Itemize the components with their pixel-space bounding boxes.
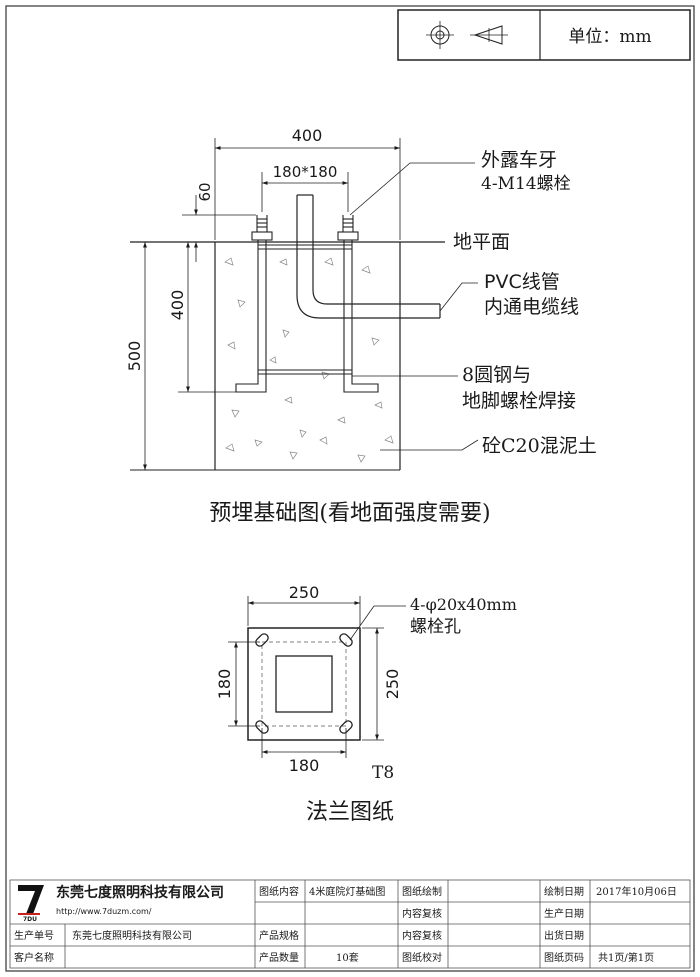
label-page-number: 图纸页码 xyxy=(544,951,584,964)
callout-concrete: 砼C20混泥土 xyxy=(482,435,597,457)
callout-hole-line2: 螺栓孔 xyxy=(410,617,461,637)
dim-flange-bottom xyxy=(261,728,347,758)
label-drawn-by: 图纸绘制 xyxy=(402,885,442,898)
logo-text: 7DU xyxy=(23,916,37,923)
aggregate-texture xyxy=(224,257,394,463)
hole-leader-line xyxy=(349,605,406,641)
dim-foundation-width-label: 400 xyxy=(292,126,323,145)
label-product-spec: 产品规格 xyxy=(259,929,299,942)
dim-bolt-depth xyxy=(178,242,236,393)
header-block: 单位：mm xyxy=(397,9,691,61)
dim-bolt-depth-label: 400 xyxy=(168,290,187,321)
label-customer-name: 客户名称 xyxy=(14,951,54,964)
dim-protrusion xyxy=(182,195,256,262)
label-content-review-2: 内容复核 xyxy=(402,929,442,942)
anchor-bolt-left xyxy=(235,215,273,393)
dim-bolt-spacing-label: 180*180 xyxy=(273,163,338,181)
bolt-slot-icon xyxy=(255,633,353,734)
label-drawing-check: 图纸校对 xyxy=(402,951,442,964)
company-logo: 7DU xyxy=(18,885,44,923)
flange-bolt-circle xyxy=(261,641,347,727)
value-drawing-content: 4米庭院灯基础图 xyxy=(309,885,385,898)
callout-steel-line1: 8圆钢与 xyxy=(462,364,531,386)
flange-center-opening xyxy=(275,655,333,713)
sheet-border xyxy=(5,5,695,972)
value-draw-date: 2017年10月06日 xyxy=(596,885,677,898)
concrete-block xyxy=(130,242,401,471)
dim-flange-left xyxy=(228,641,260,727)
label-draw-date: 绘制日期 xyxy=(544,885,584,898)
title-block: 7DU 东莞七度照明科技有限公司 http://www.7duzm.com/ 图… xyxy=(9,879,691,969)
label-production-date: 生产日期 xyxy=(544,907,584,920)
callout-thread-line1: 外露车牙 xyxy=(481,149,557,171)
value-page-number: 共1页/第1页 xyxy=(598,951,654,964)
label-drawing-content: 图纸内容 xyxy=(259,885,299,898)
label-production-order: 生产单号 xyxy=(14,929,54,942)
callout-pvc-line2: 内通电缆线 xyxy=(484,296,579,318)
pvc-conduit xyxy=(296,194,441,319)
company-website: http://www.7duzm.com/ xyxy=(56,907,152,916)
company-name: 东莞七度照明科技有限公司 xyxy=(56,884,224,901)
dim-total-depth-label: 500 xyxy=(125,341,144,372)
leader-lines xyxy=(349,162,479,451)
callout-ground: 地平面 xyxy=(453,231,510,253)
callout-hole-line1: 4-φ20x40mm xyxy=(410,595,517,614)
dim-flange-right xyxy=(362,627,384,741)
callout-pvc-line1: PVC线管 xyxy=(484,271,560,293)
flange-plate xyxy=(247,627,361,741)
callout-steel-line2: 地脚螺栓焊接 xyxy=(462,390,576,412)
value-production-order: 东莞七度照明科技有限公司 xyxy=(72,929,192,942)
callout-thread-line2: 4-M14螺栓 xyxy=(481,174,571,194)
flange-caption: 法兰图纸 xyxy=(306,800,394,825)
dim-flange-top xyxy=(247,596,361,626)
flange-thickness: T8 xyxy=(372,763,394,783)
label-product-quantity: 产品数量 xyxy=(259,951,299,964)
dim-flange-bottom-label: 180 xyxy=(289,756,320,775)
dim-flange-left-label: 180 xyxy=(215,669,234,700)
dim-protrusion-label: 60 xyxy=(196,182,214,201)
dim-flange-top-label: 250 xyxy=(289,583,320,602)
anchor-bolt-right xyxy=(337,215,379,393)
projection-symbol-icon xyxy=(426,21,508,49)
flange-drawing: 250 180 250 180 4-φ20x40mm 螺栓孔 T8 法兰图纸 xyxy=(215,583,517,825)
unit-label: 单位：mm xyxy=(568,27,651,47)
dim-flange-right-label: 250 xyxy=(383,669,402,700)
dim-foundation-width xyxy=(214,138,401,240)
foundation-drawing: 400 180*180 60 400 500 xyxy=(125,126,597,526)
value-product-quantity: 10套 xyxy=(336,951,359,964)
dim-bolt-spacing xyxy=(261,172,349,212)
steel-tie-rods xyxy=(258,244,352,375)
foundation-caption: 预埋基础图(看地面强度需要) xyxy=(209,501,490,526)
label-content-review-1: 内容复核 xyxy=(402,907,442,920)
label-ship-date: 出货日期 xyxy=(544,929,584,942)
